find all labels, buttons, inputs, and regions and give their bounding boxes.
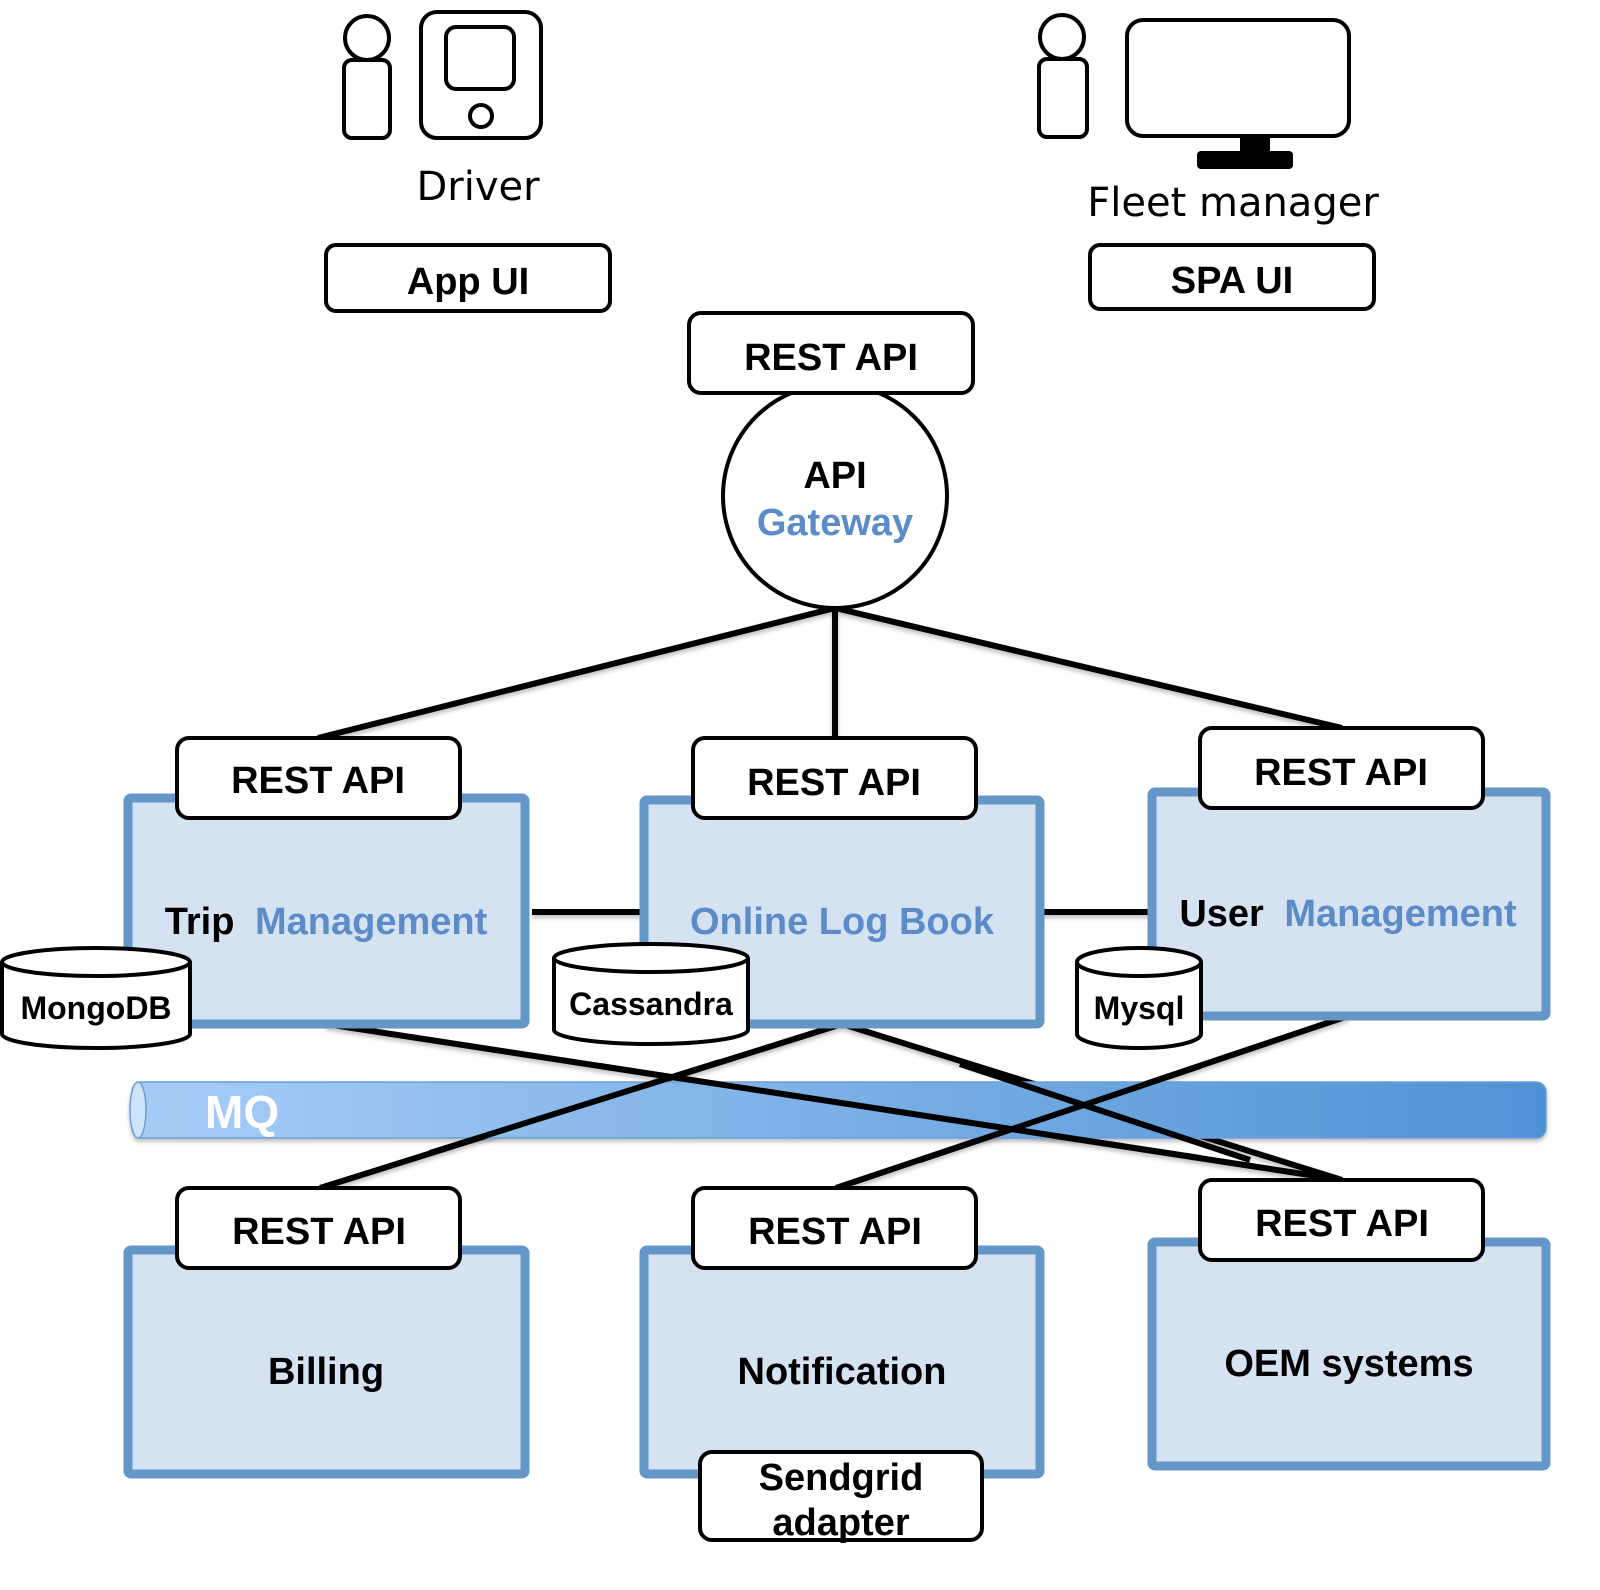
trip-name-part1: Trip: [165, 901, 235, 943]
app-ui-box[interactable]: App UI: [324, 243, 612, 313]
user-rest-api-label: REST API: [1254, 752, 1428, 794]
user-to-notification-line-overlay: [919, 1063, 1201, 1163]
gateway-to-trip-line: [317, 605, 836, 741]
user-name-part2: Management: [1284, 893, 1517, 935]
mongodb-label: MongoDB: [20, 990, 171, 1026]
trip-rest-api-label: REST API: [231, 760, 405, 802]
trip-management-title: Trip Management: [165, 901, 488, 943]
spa-ui-box[interactable]: SPA UI: [1088, 243, 1376, 311]
service-oem-systems[interactable]: OEM systems: [1147, 1237, 1551, 1471]
notification-rest-api-label: REST API: [748, 1211, 922, 1253]
logbook-to-oem-line-overlay: [959, 1061, 1251, 1163]
logbook-rest-api-label: REST API: [747, 762, 921, 804]
api-gateway[interactable]: API Gateway: [721, 382, 949, 610]
user-management-title: User Management: [1179, 893, 1517, 935]
trip-to-oem-line-overlay: [599, 1063, 1201, 1161]
notification-title: Notification: [738, 1351, 947, 1393]
fleet-manager-label: Fleet manager: [1087, 180, 1379, 226]
cassandra-database[interactable]: Cassandra: [552, 942, 750, 1046]
cassandra-label: Cassandra: [569, 986, 733, 1022]
gateway-rest-api-box[interactable]: REST API: [687, 311, 975, 395]
app-ui-label: App UI: [407, 261, 529, 303]
gateway-title-gateway: Gateway: [757, 502, 913, 544]
billing-rest-api-box[interactable]: REST API: [175, 1186, 462, 1270]
mysql-label: Mysql: [1094, 990, 1185, 1026]
billing-rest-api-label: REST API: [232, 1211, 406, 1253]
service-notification[interactable]: Notification: [639, 1245, 1045, 1479]
billing-title: Billing: [268, 1351, 384, 1393]
tablet-icon: [419, 10, 543, 140]
mq-label: MQ: [205, 1086, 279, 1138]
gateway-title-api: API: [803, 455, 866, 497]
mysql-database[interactable]: Mysql: [1075, 946, 1203, 1050]
fleet-manager-actor: Fleet manager: [1037, 13, 1379, 226]
oem-title: OEM systems: [1224, 1343, 1473, 1385]
mongodb-database[interactable]: MongoDB: [0, 946, 192, 1050]
trip-rest-api-box[interactable]: REST API: [175, 736, 462, 820]
service-trip-management[interactable]: Trip Management: [123, 793, 530, 1029]
driver-label: Driver: [416, 164, 540, 210]
sendgrid-adapter-line2: adapter: [772, 1502, 909, 1544]
logbook-title: Online Log Book: [690, 901, 995, 943]
gateway-rest-api-label: REST API: [744, 337, 918, 379]
message-queue: MQ: [129, 1081, 1547, 1139]
oem-rest-api-label: REST API: [1255, 1203, 1429, 1245]
connectors-over-mq: [429, 1059, 1251, 1163]
monitor-icon: [1125, 18, 1351, 169]
driver-actor: Driver: [342, 10, 543, 210]
person-icon: [1037, 13, 1089, 139]
service-billing[interactable]: Billing: [123, 1245, 530, 1479]
notification-rest-api-box[interactable]: REST API: [691, 1186, 978, 1270]
user-name-part1: User: [1179, 893, 1264, 935]
service-user-management[interactable]: User Management: [1147, 787, 1551, 1021]
gateway-to-user-line: [834, 605, 1343, 731]
trip-name-part2: Management: [255, 901, 488, 943]
person-icon: [342, 14, 392, 140]
spa-ui-label: SPA UI: [1171, 260, 1293, 302]
logbook-rest-api-box[interactable]: REST API: [691, 736, 978, 820]
user-rest-api-box[interactable]: REST API: [1198, 726, 1485, 810]
sendgrid-adapter-box[interactable]: Sendgrid adapter: [698, 1450, 984, 1544]
sendgrid-adapter-line1: Sendgrid: [759, 1457, 924, 1499]
logbook-to-billing-line-overlay: [429, 1059, 721, 1156]
oem-rest-api-box[interactable]: REST API: [1198, 1178, 1485, 1262]
